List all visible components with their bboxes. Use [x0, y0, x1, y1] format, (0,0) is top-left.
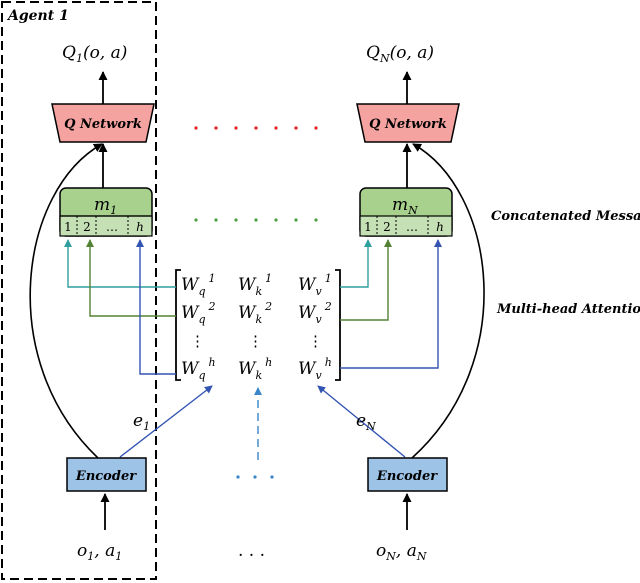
input-left: o1, a1: [77, 541, 122, 563]
route-head1-right: [340, 239, 372, 288]
svg-text:⋮: ⋮: [308, 332, 323, 350]
skip-curve-left: [29, 143, 103, 459]
svg-text:2: 2: [83, 220, 91, 234]
svg-text:Encoder: Encoder: [75, 469, 137, 484]
message-box-left: m1 1 2 … h: [59, 187, 153, 237]
ellipsis-dots-red: [194, 126, 318, 130]
matrix-bracket-right: [335, 269, 341, 381]
svg-text:Wvh: Wvh: [298, 356, 332, 382]
embedding-arrow-right: [317, 385, 406, 458]
concatenated-message-label: Concatenated Message: [491, 209, 640, 224]
embedding-label-left: e1: [133, 411, 150, 433]
encoder-right: Encoder: [367, 457, 448, 492]
ellipsis-dots-green: [194, 218, 318, 222]
q-output-right: QN(o, a): [366, 43, 434, 65]
input-ellipsis: . . .: [238, 541, 265, 561]
matrix-bracket-left: [175, 269, 181, 381]
svg-text:1: 1: [364, 220, 372, 234]
embedding-arrow-left: [119, 385, 213, 458]
agent-label: Agent 1: [6, 8, 69, 24]
svg-text:Wq1: Wq1: [181, 272, 216, 298]
skip-curve-right: [411, 143, 485, 459]
svg-text:QN(o, a): QN(o, a): [366, 43, 434, 65]
embedding-label-right: eN: [356, 411, 376, 433]
svg-text:mN: mN: [392, 195, 418, 217]
svg-text:Wv2: Wv2: [298, 300, 332, 326]
svg-text:2: 2: [383, 220, 391, 234]
multi-head-attention-label: Multi-head Attention: [496, 302, 640, 317]
weight-row-2: Wq2 Wk2 Wv2: [181, 300, 332, 326]
weight-row-1: Wq1 Wk1 Wv1: [181, 272, 332, 298]
svg-text:h: h: [436, 220, 444, 234]
svg-text:Wqh: Wqh: [181, 356, 216, 382]
encoder-left: Encoder: [66, 457, 147, 492]
svg-text:⋮: ⋮: [190, 332, 205, 350]
svg-text:m1: m1: [94, 195, 117, 217]
input-right: oN, aN: [376, 541, 427, 563]
route-head2-left: [86, 239, 176, 317]
svg-text:…: …: [106, 220, 118, 234]
svg-text:Wkh: Wkh: [238, 356, 272, 382]
weight-vdots: ⋮ ⋮ ⋮: [190, 332, 323, 350]
svg-text:Wq2: Wq2: [181, 300, 216, 326]
weight-row-h: Wqh Wkh Wvh: [181, 356, 332, 382]
route-headh-left: [136, 239, 176, 375]
message-box-right: mN 1 2 … h: [359, 187, 453, 237]
svg-text:…: …: [406, 220, 418, 234]
svg-text:Q1(o, a): Q1(o, a): [62, 43, 127, 65]
svg-text:⋮: ⋮: [248, 332, 263, 350]
ellipsis-dots-blue: [236, 475, 274, 479]
svg-text:Wv1: Wv1: [298, 272, 332, 298]
agent-frame: [1, 1, 157, 580]
route-headh-right: [340, 239, 442, 369]
q-network-right: Q Network: [356, 103, 460, 143]
q-output-left: Q1(o, a): [62, 43, 127, 65]
svg-text:Wk2: Wk2: [238, 300, 272, 326]
svg-text:1: 1: [64, 220, 72, 234]
svg-text:Wk1: Wk1: [238, 272, 272, 298]
svg-text:Q Network: Q Network: [369, 117, 447, 132]
svg-text:Encoder: Encoder: [376, 469, 438, 484]
route-head1-left: [64, 239, 176, 288]
svg-text:h: h: [136, 220, 144, 234]
svg-text:Q Network: Q Network: [64, 117, 142, 132]
route-head2-right: [340, 239, 392, 321]
q-network-left: Q Network: [51, 103, 155, 143]
